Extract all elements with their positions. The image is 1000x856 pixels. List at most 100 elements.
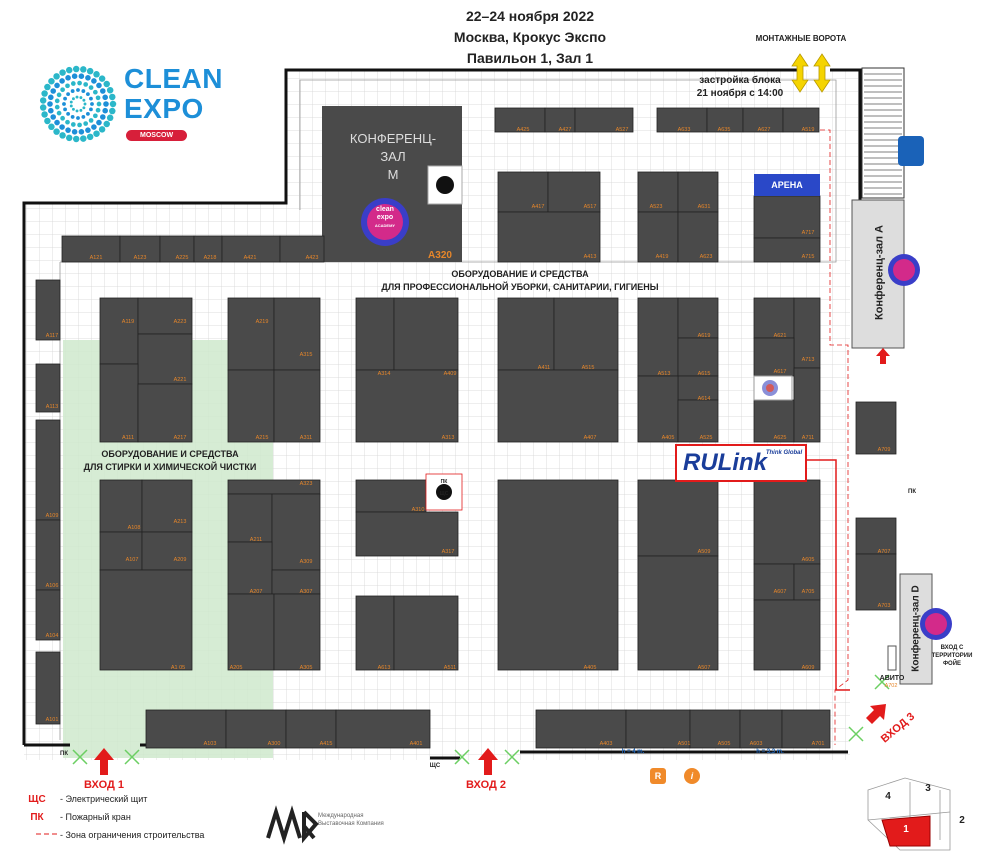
booth-a631[interactable]	[677, 171, 719, 213]
booth-a603[interactable]	[739, 709, 783, 749]
booth-a707[interactable]	[855, 517, 897, 555]
booth-a309[interactable]	[271, 493, 321, 571]
booth-a209[interactable]	[141, 531, 193, 571]
booth-a307[interactable]	[271, 569, 321, 595]
booth-a627[interactable]	[742, 107, 784, 133]
booth-a123[interactable]	[119, 235, 161, 263]
booth-a405b[interactable]	[497, 479, 619, 671]
booth-a106[interactable]	[35, 519, 61, 591]
booth-a405[interactable]	[637, 375, 679, 443]
booth-a119[interactable]	[99, 297, 139, 365]
booth-a103[interactable]	[145, 709, 227, 749]
booth-a205[interactable]	[227, 593, 275, 671]
rulink-sub: Think Global	[765, 450, 803, 456]
booth-a635[interactable]	[706, 107, 744, 133]
booth-a417[interactable]	[497, 171, 549, 213]
booth-a515[interactable]	[553, 297, 619, 371]
booth-a315[interactable]	[273, 297, 321, 371]
booth-a113[interactable]	[35, 363, 61, 413]
booth-a413[interactable]	[497, 211, 601, 263]
booth-a218[interactable]	[193, 235, 223, 263]
booth-a313[interactable]	[355, 369, 459, 443]
booth-a300[interactable]	[225, 709, 287, 749]
booth-a217[interactable]	[137, 383, 193, 443]
booth-a511[interactable]	[393, 595, 459, 671]
booth-a701[interactable]	[781, 709, 831, 749]
booth-a421[interactable]	[221, 235, 281, 263]
booth-a711[interactable]	[793, 367, 821, 443]
logo-dot	[54, 119, 60, 126]
booth-a221[interactable]	[137, 333, 193, 385]
booth-a403[interactable]	[535, 709, 627, 749]
entrance-arrows	[94, 348, 890, 775]
height-2: h = 3,3 m.	[756, 749, 784, 755]
booth-a407[interactable]	[497, 369, 619, 443]
booth-a401[interactable]	[335, 709, 431, 749]
booth-a108[interactable]	[99, 479, 143, 533]
booth-a311[interactable]	[273, 369, 321, 443]
mini-hall-4: 4	[885, 791, 891, 802]
booth-a713[interactable]	[793, 297, 821, 369]
booth-a425[interactable]	[494, 107, 546, 133]
booth-a613[interactable]	[355, 595, 395, 671]
booth-a121[interactable]	[61, 235, 121, 263]
booth-a215[interactable]	[227, 369, 275, 443]
booth-a519[interactable]	[782, 107, 820, 133]
booth-label-a423: A423	[306, 255, 319, 261]
booth-label-a307: A307	[300, 589, 313, 595]
booth-a211[interactable]	[227, 493, 273, 543]
booth-a715[interactable]	[753, 237, 821, 263]
booth-a223[interactable]	[137, 297, 193, 335]
booth-a507[interactable]	[637, 555, 719, 671]
booth-a619[interactable]	[677, 297, 719, 339]
logo-dot	[80, 135, 87, 142]
booth-a213[interactable]	[141, 479, 193, 533]
booth-a219[interactable]	[227, 297, 275, 371]
booth-a107[interactable]	[99, 531, 143, 571]
booth-a207[interactable]	[227, 541, 273, 595]
booth-label-a707: A707	[878, 549, 891, 555]
booth-a527[interactable]	[574, 107, 634, 133]
booth-a101[interactable]	[35, 651, 61, 725]
booth-a509[interactable]	[637, 479, 719, 557]
booth-a621[interactable]	[753, 297, 795, 339]
booth-a525[interactable]	[677, 399, 719, 443]
booth-a415[interactable]	[285, 709, 337, 749]
booth-a411[interactable]	[497, 297, 555, 371]
booth-a111[interactable]	[99, 363, 139, 443]
booth-a225[interactable]	[159, 235, 195, 263]
booth-a109[interactable]	[35, 419, 61, 521]
logo-dot	[50, 88, 57, 94]
booth-a117[interactable]	[35, 279, 61, 341]
foyer-entry-label: ВХОД С ТЕРРИТОРИИ ФОЙЕ	[931, 645, 973, 667]
booth-a517[interactable]	[547, 171, 601, 213]
booth-a104[interactable]	[35, 589, 61, 641]
booth-a409[interactable]	[393, 297, 459, 371]
legend-text-2: - Пожарный кран	[60, 812, 131, 822]
booth-a314[interactable]	[355, 297, 395, 371]
booth-a605[interactable]	[753, 479, 821, 565]
booth-a419[interactable]	[637, 211, 679, 263]
booth-a709[interactable]	[855, 401, 897, 455]
booth-label-a207: A207	[250, 589, 263, 595]
booth-a501[interactable]	[625, 709, 691, 749]
booth-a305[interactable]	[273, 593, 321, 671]
booth-a705[interactable]	[793, 563, 821, 601]
booth-a717[interactable]	[753, 195, 821, 239]
booth-label-a715: A715	[802, 254, 815, 260]
mini-hall-2: 2	[959, 815, 965, 826]
booth-a703[interactable]	[855, 553, 897, 611]
booth-label-a111: A111	[122, 435, 134, 441]
logo-dot	[106, 86, 114, 94]
booth-a615[interactable]	[677, 337, 719, 377]
booth-a505[interactable]	[689, 709, 741, 749]
booth-a317[interactable]	[355, 511, 459, 557]
booth-a623[interactable]	[677, 211, 719, 263]
booth-a423[interactable]	[279, 235, 325, 263]
booth-a609[interactable]	[753, 599, 821, 671]
booth-a427[interactable]	[544, 107, 576, 133]
booth-a513[interactable]	[637, 297, 679, 377]
booth-a617[interactable]	[753, 337, 795, 377]
booth-a105[interactable]	[99, 569, 193, 671]
booth-label-a701: A701	[812, 741, 825, 747]
